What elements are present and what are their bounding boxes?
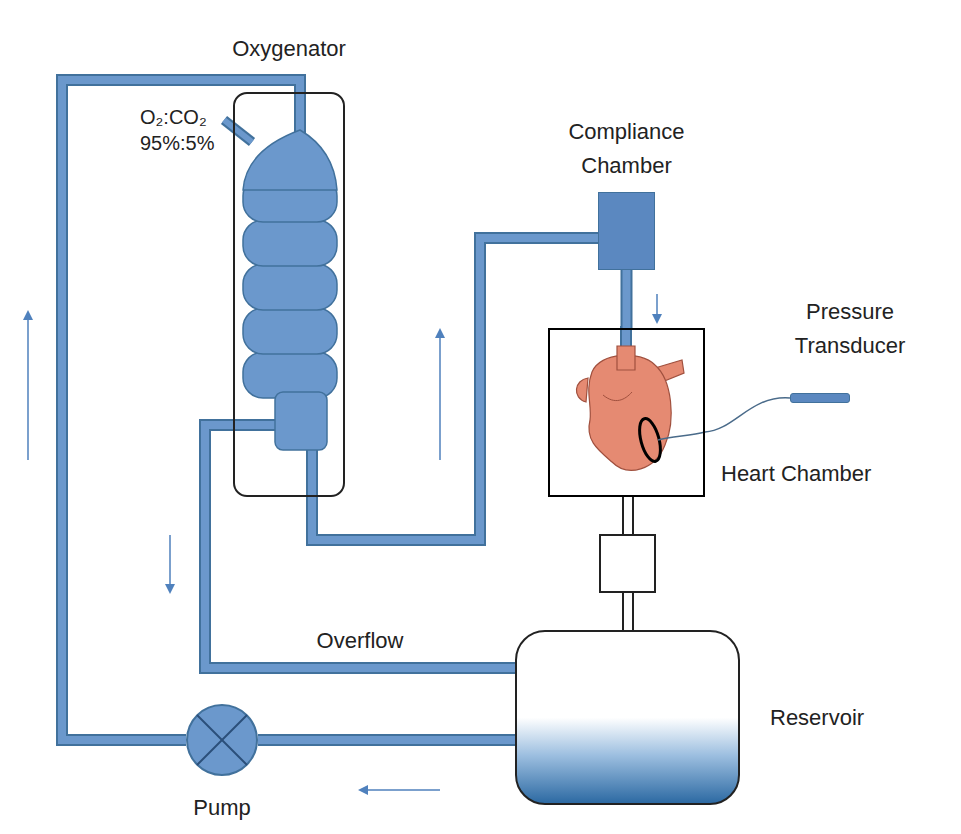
oxygenator-internals: [224, 90, 337, 500]
atrium: [576, 378, 588, 402]
pipe-outline: [621, 270, 633, 328]
inlet-pipe: [296, 90, 304, 134]
heart-detail: [603, 392, 632, 401]
pipe: [623, 270, 631, 328]
flow-arrow: [360, 789, 440, 791]
node-label: Pump: [193, 794, 250, 823]
bellows-segment: [243, 308, 337, 354]
gas-mixture-label: O₂:CO₂ 95%:5%: [140, 104, 230, 156]
flow-arrow: [27, 312, 29, 460]
pipe: [312, 238, 598, 540]
gas-inlet: [224, 120, 252, 142]
bubble-trap: [275, 392, 327, 450]
pump-cross: [197, 715, 247, 765]
pipe: [258, 736, 515, 744]
pipe-outline: [62, 80, 300, 740]
pump: Pump: [186, 704, 258, 776]
flow-arrow: [169, 535, 171, 592]
flow-arrow: [439, 330, 441, 460]
pressure-transducer: Pressure Transducer: [790, 393, 850, 403]
inlet-pipe: [294, 90, 306, 134]
heart-chamber: Heart Chamber: [548, 328, 705, 497]
connector: [626, 270, 627, 328]
connector: [705, 398, 790, 432]
edge-label: Overflow: [314, 627, 407, 656]
node-label: Compliance Chamber: [557, 115, 697, 183]
compliance-chamber: Compliance Chamber: [598, 192, 655, 270]
connector: [258, 740, 515, 741]
bellows-segment: [243, 264, 337, 310]
node-label: Pressure Transducer: [780, 295, 920, 363]
aorta: [617, 346, 635, 370]
pipe: [62, 80, 300, 740]
pipe-outline: [205, 425, 515, 668]
heart: [589, 355, 671, 470]
connector: [62, 80, 300, 740]
flow-arrow: [656, 294, 658, 322]
signal-wire: [705, 398, 790, 432]
overflow-pipe: [230, 419, 280, 431]
connector: [312, 238, 598, 540]
node-label: Reservoir: [770, 704, 864, 733]
bellows-segment: [243, 220, 337, 266]
node-label: Oxygenator: [232, 35, 346, 64]
overflow-pipe: [230, 421, 280, 429]
oxygenator-dome: [243, 130, 337, 190]
heart-illustration: [576, 346, 705, 470]
node-label: Heart Chamber: [721, 460, 871, 489]
pipe-outline: [258, 734, 515, 746]
oxygenator-housing: Oxygenator: [233, 92, 345, 497]
bellows-segment: [243, 352, 337, 398]
pipe-outline: [312, 238, 598, 540]
outlet-pipe: [306, 445, 318, 500]
drip-chamber: [600, 535, 655, 592]
pipe: [205, 425, 515, 668]
pump-cross: [197, 715, 247, 765]
pump-body: [187, 705, 257, 775]
reservoir: Reservoir: [515, 630, 740, 805]
connector: [205, 425, 515, 668]
transducer-wire: [658, 432, 705, 440]
gas-inlet: [224, 120, 252, 142]
outlet-pipe: [308, 445, 316, 500]
